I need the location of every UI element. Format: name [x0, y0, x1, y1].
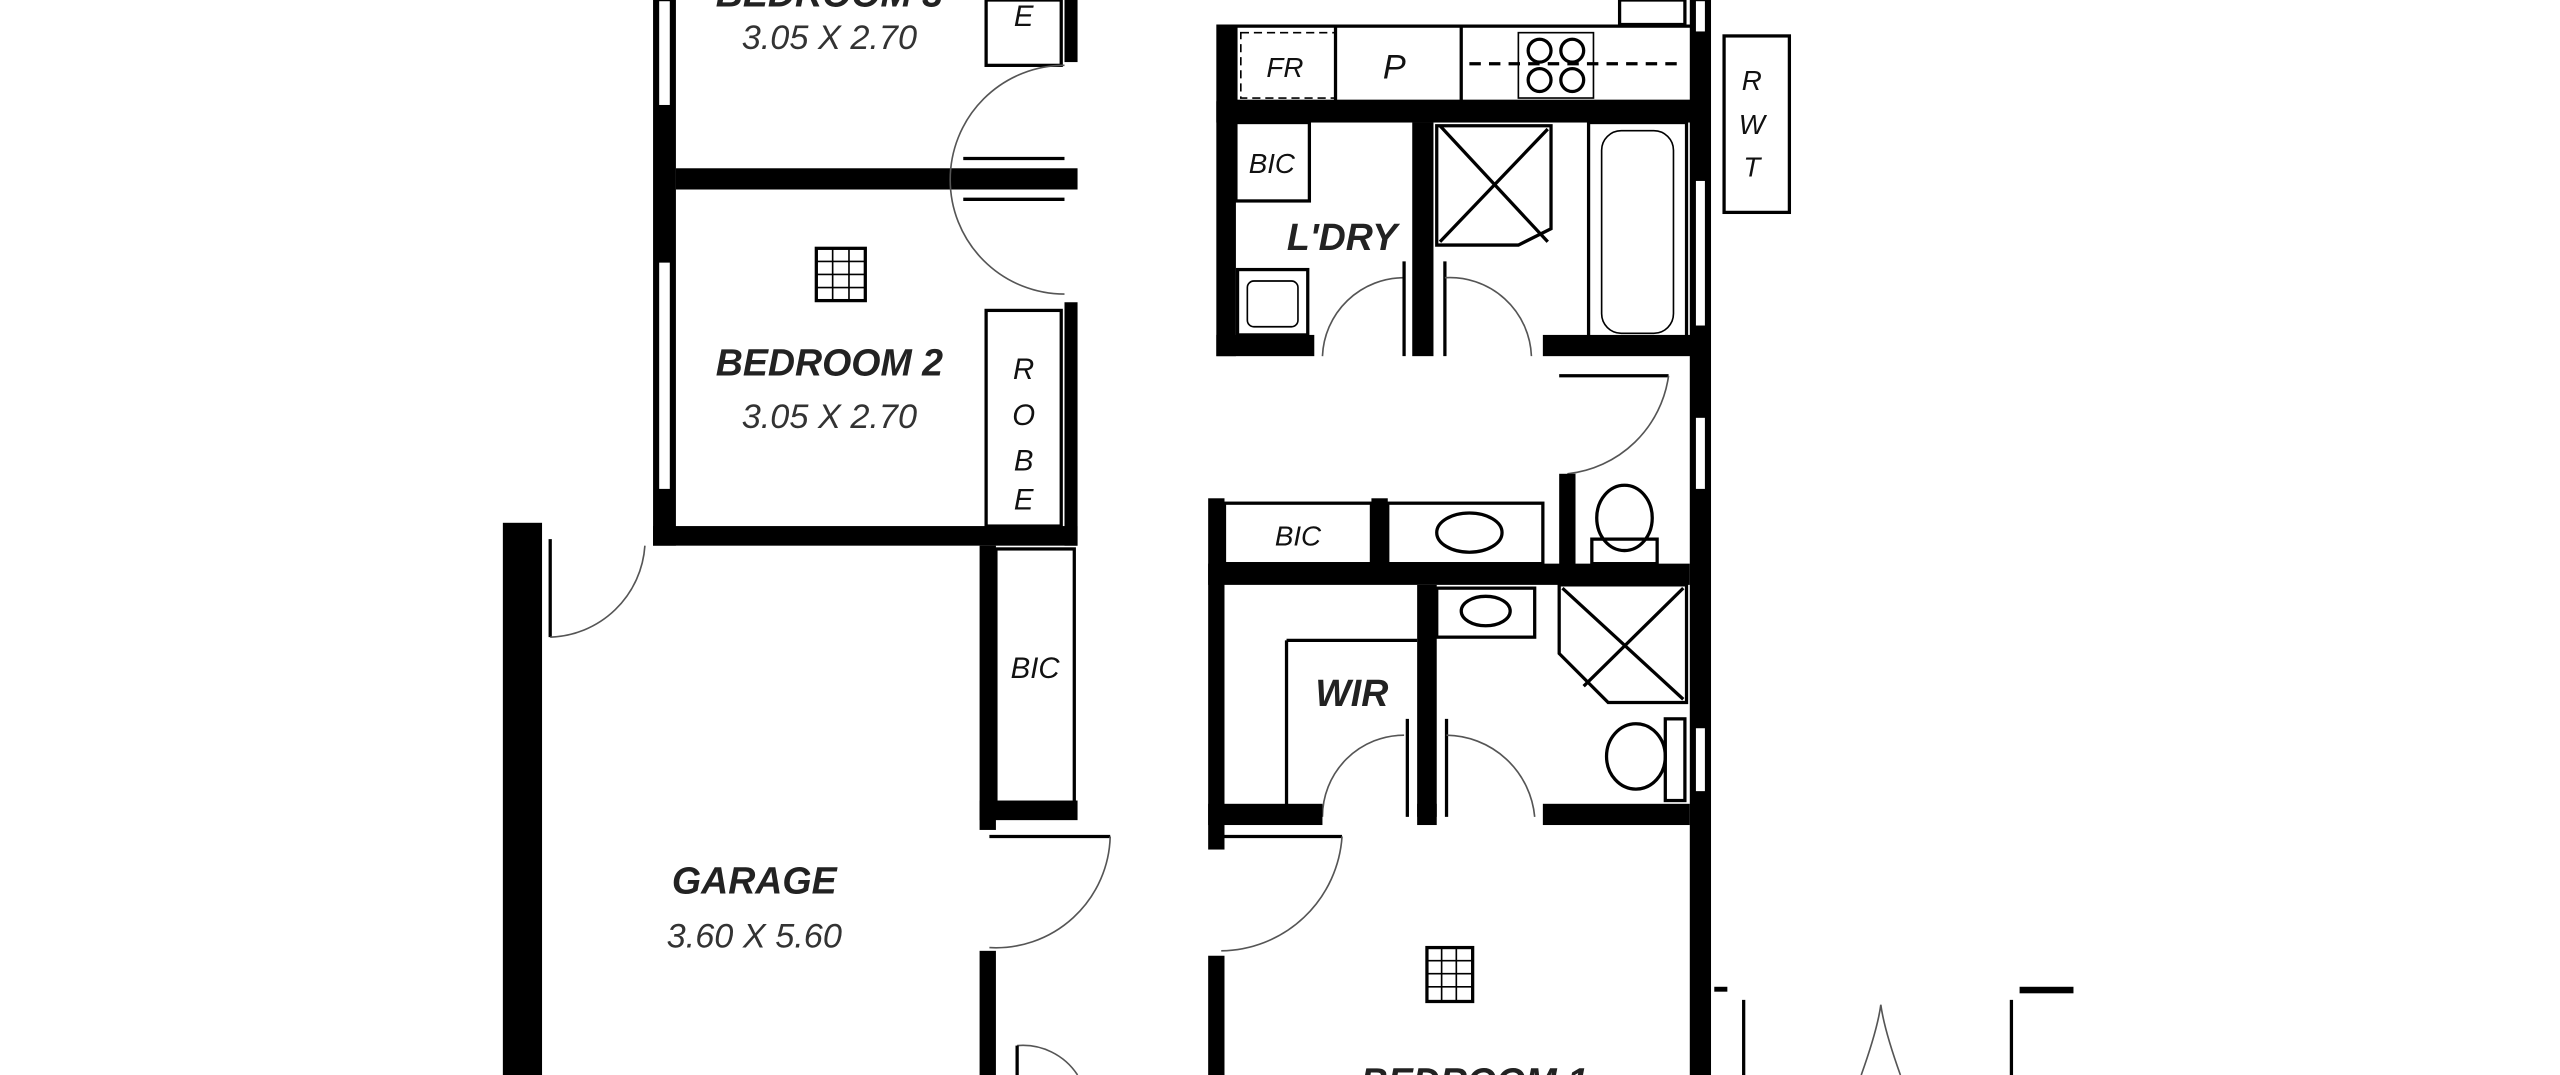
robe-letter: E	[1014, 0, 1034, 33]
laundry-bic	[1234, 120, 1312, 203]
bedroom3-label: BEDROOM 3	[716, 0, 943, 15]
toilet-icon	[1590, 483, 1659, 566]
bedroom-wing: E BEDROOM 3 3.05 X 2.70 BEDROOM 2 3.05 X…	[653, 0, 1078, 546]
laundry-label: L'DRY	[1287, 216, 1400, 258]
bedroom2-dims: 3.05 X 2.70	[742, 398, 917, 436]
cooktop-icon	[1517, 31, 1595, 99]
bic-label: BIC	[1011, 652, 1061, 685]
robe-letter: B	[1014, 445, 1034, 478]
bath-icon	[1586, 120, 1689, 344]
bedroom2-label: BEDROOM 2	[716, 342, 943, 384]
bic-label: BIC	[1249, 148, 1296, 179]
wet-areas: FR P R W T BIC L'DRY	[1216, 0, 1792, 1075]
shower-icon	[1435, 124, 1553, 247]
toilet-icon	[1604, 717, 1687, 803]
robe-letter: O	[1012, 399, 1035, 432]
garage: BIC GARAGE 3.60 X 5.60	[502, 522, 1112, 1075]
laundry-tub-icon	[1235, 267, 1310, 337]
door-swing	[949, 64, 1065, 295]
rwt-letter: R	[1742, 65, 1762, 96]
rwt-letter: W	[1739, 109, 1768, 140]
robe-bedroom2	[984, 308, 1063, 528]
entry-porch	[1714, 986, 2074, 1075]
fridge-label: FR	[1266, 52, 1303, 83]
bedroom3-dims: 3.05 X 2.70	[742, 19, 917, 57]
pantry-label: P	[1383, 48, 1406, 86]
door-swing	[989, 836, 1112, 949]
rwt-letter: T	[1743, 151, 1762, 182]
window	[656, 260, 673, 492]
garage-label: GARAGE	[672, 860, 838, 902]
vent-icon	[814, 246, 867, 303]
bedroom1-label: BEDROOM 1	[1361, 1061, 1588, 1075]
vanity-icon	[1386, 501, 1545, 566]
shower-icon	[1557, 583, 1689, 705]
vent-icon	[1425, 945, 1475, 1004]
door-swing	[550, 545, 646, 638]
robe-letter: E	[1014, 484, 1034, 517]
window	[656, 0, 673, 108]
bic-label: BIC	[1275, 521, 1322, 552]
garage-dims: 3.60 X 5.60	[667, 918, 842, 956]
rwt-box	[1722, 34, 1792, 215]
wir-label: WIR	[1315, 672, 1388, 714]
ensuite-wing: BIC WIR BEDROOM 1	[1208, 498, 1690, 1075]
robe-bedroom3	[984, 0, 1063, 67]
robe-letter: R	[1013, 353, 1034, 386]
fridge-space	[1240, 31, 1337, 99]
basin-icon	[1435, 586, 1537, 639]
